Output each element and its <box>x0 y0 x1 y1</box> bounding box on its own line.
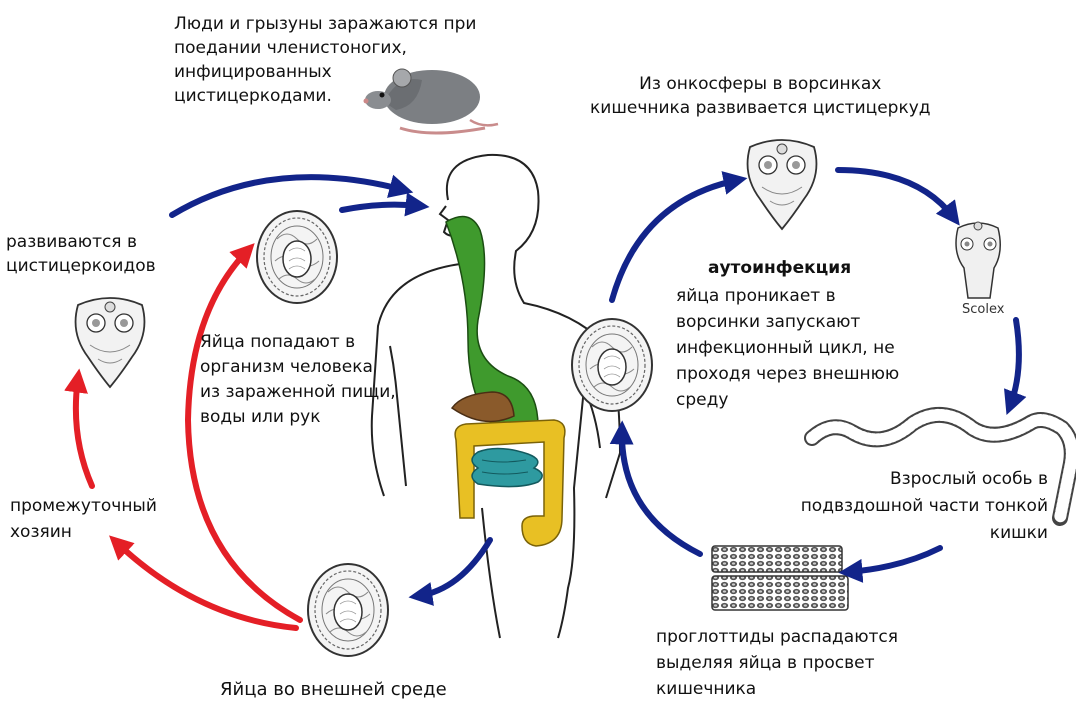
arrow-egg-to-mouth <box>342 205 420 210</box>
egg-external-environment <box>308 564 388 656</box>
arrow-cysticercus-to-scolex <box>838 170 954 218</box>
arrow-adult-to-proglottids <box>848 548 940 572</box>
arrow-scolex-to-adult <box>1010 320 1019 406</box>
egg-left-top <box>257 211 337 303</box>
adult-worm-text: Взрослый особь в подвздошной части тонко… <box>778 466 1048 547</box>
eggs-environment-text: Яйца во внешней среде <box>220 678 447 702</box>
arrow-human-to-autoinfection <box>612 180 738 300</box>
cysticercoid-intermediate-host <box>76 298 145 387</box>
arrow-external-egg-to-human-red <box>188 250 300 620</box>
arrow-external-egg-to-intermediate-host <box>116 542 296 628</box>
eggs-enter-human-text: Яйца попадают в организм человека из зар… <box>200 330 396 430</box>
scolex-illustration <box>956 222 1000 298</box>
intermediate-host-text: промежуточный хозяин <box>10 493 157 545</box>
proglottids-text: проглоттиды распадаются выделяя яйца в п… <box>656 624 898 702</box>
proglottids-illustration <box>712 546 848 610</box>
arrow-rodent-to-human <box>172 177 404 215</box>
rodent-infection-text: Люди и грызуны заражаются при поедании ч… <box>174 12 476 108</box>
digestive-system <box>446 217 565 546</box>
oncosphere-development-text: Из онкосферы в ворсинках кишечника разви… <box>590 72 931 120</box>
develop-cysticercoids-text: развиваются в цистицеркоидов <box>6 230 156 278</box>
autoinfection-text: яйца проникает в ворсинки запускают инфе… <box>676 283 899 413</box>
scolex-label: Scolex <box>962 302 1004 317</box>
arrow-host-to-cysticercoid <box>76 378 92 486</box>
arrow-human-to-external-egg <box>418 540 490 596</box>
arrow-proglottids-to-egg <box>622 430 700 554</box>
egg-autoinfection <box>572 319 652 411</box>
autoinfection-title: аутоинфекция <box>708 256 851 280</box>
cysticercus-villi <box>748 140 817 229</box>
